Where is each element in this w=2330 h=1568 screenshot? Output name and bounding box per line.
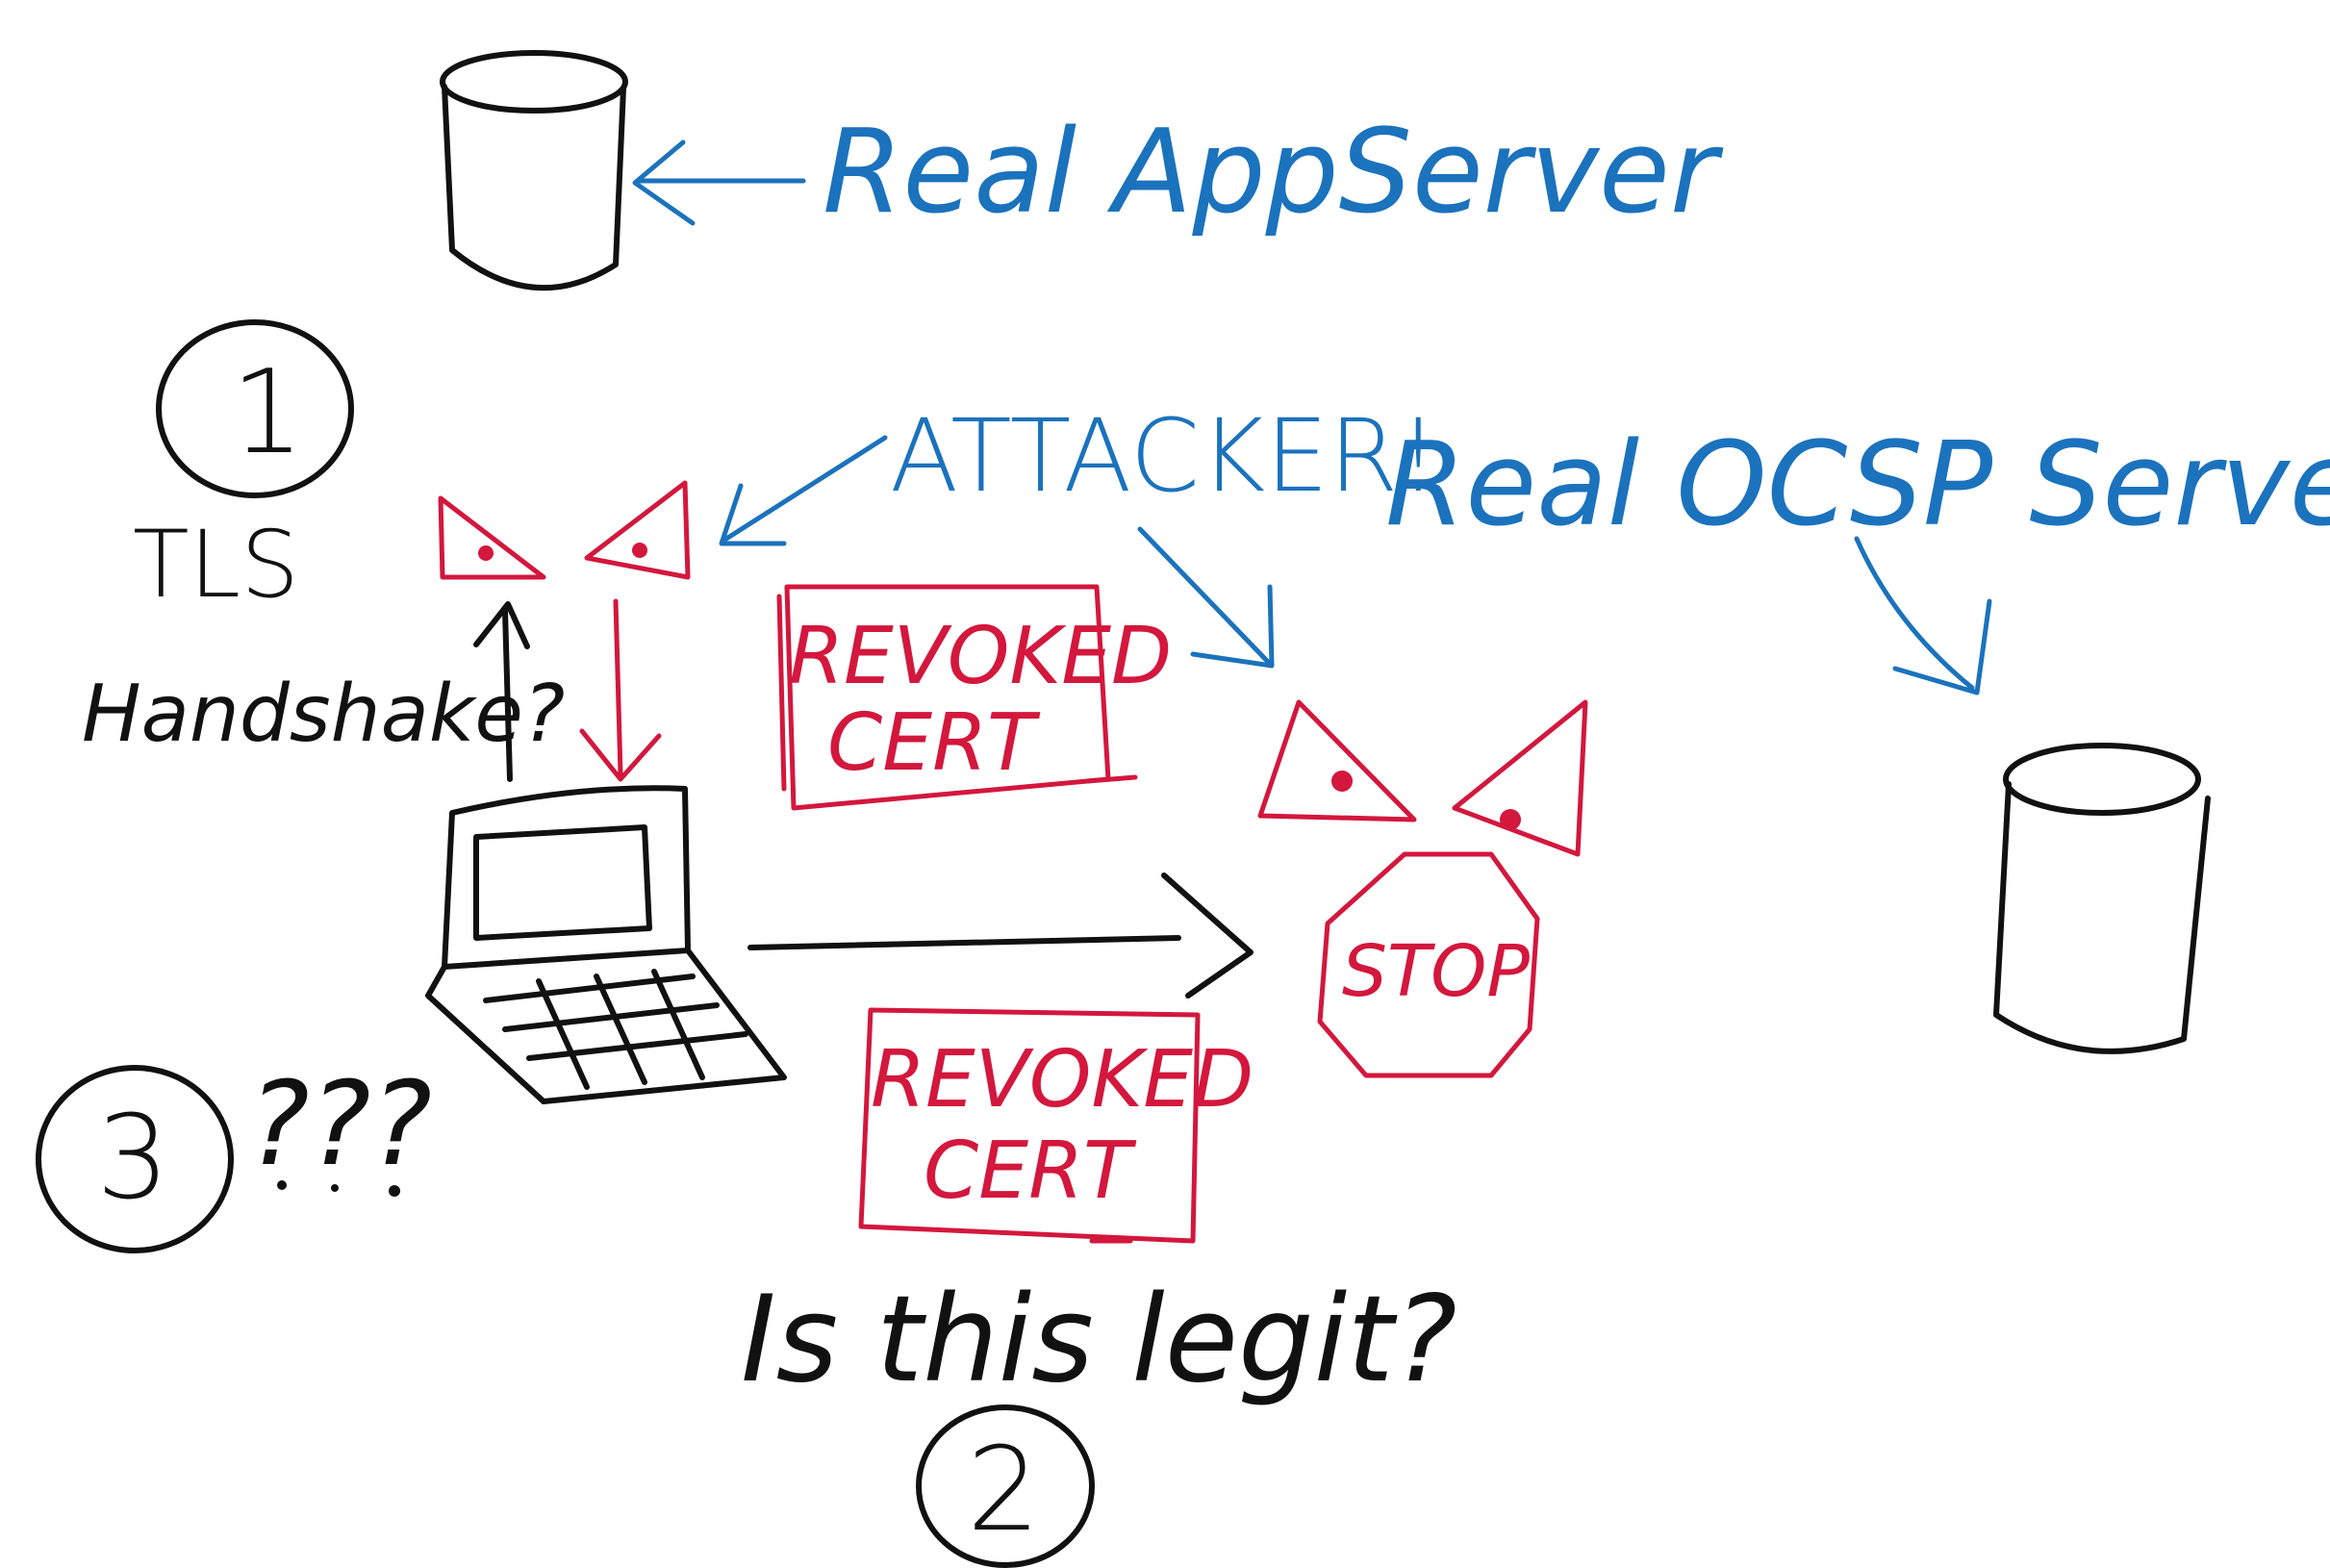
stop-sign-label: STOP <box>1342 930 1530 1013</box>
step1-line2: Handshake? <box>82 669 565 760</box>
laptop-down-arrow <box>579 598 662 782</box>
step3-badge: 3 <box>36 1065 234 1253</box>
app-server-database-icon <box>440 50 628 291</box>
step1-number: 1 <box>231 346 304 480</box>
revoked-cert-bottom: REVOKED CERT <box>858 1007 1254 1244</box>
attacker-label: ATTACKER! <box>890 397 1438 515</box>
revoked-cert-bottom-line1: REVOKED <box>871 1034 1254 1125</box>
stop-sign-icon: STOP <box>1317 851 1540 1078</box>
step2-badge: 2 <box>916 1404 1095 1568</box>
step3-text: ??? <box>248 1058 432 1192</box>
attacker-eyes-large-icon <box>1257 699 1588 857</box>
step1-line1: TLS <box>133 511 299 619</box>
laptop-to-ocsp-arrow <box>747 873 1254 999</box>
ocsp-server-database-icon <box>1993 743 2211 1054</box>
step2-number: 2 <box>967 1424 1040 1557</box>
revoked-cert-top: REVOKED CERT <box>776 584 1172 811</box>
revoked-cert-top-line1: REVOKED <box>789 611 1172 702</box>
revoked-cert-bottom-line2: CERT <box>924 1125 1137 1217</box>
laptop-icon <box>425 785 787 1104</box>
app-server-label: Real AppServer <box>823 106 1724 240</box>
revoked-cert-top-line2: CERT <box>827 697 1041 789</box>
step1-badge: 1 <box>156 319 354 498</box>
ocsp-server-arrow <box>1854 536 1992 695</box>
attacker-arrow-left <box>719 435 888 546</box>
laptop-up-arrow <box>473 601 530 782</box>
step3-number: 3 <box>96 1092 169 1226</box>
step2-question: Is this legit? <box>741 1271 1457 1409</box>
step3-dots <box>277 1180 400 1197</box>
ocsp-server-label: Real OCSP Server <box>1385 418 2330 552</box>
attacker-arrow-down <box>1137 526 1275 669</box>
attacker-eyes-small-icon <box>438 480 691 580</box>
app-server-arrow <box>632 139 806 226</box>
